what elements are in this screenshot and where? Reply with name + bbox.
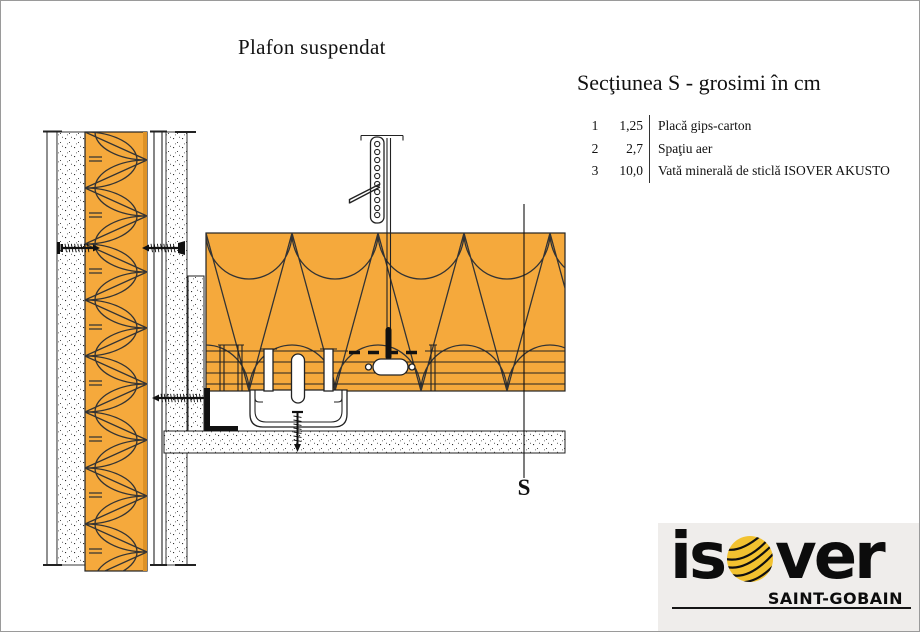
anchor-slot (290, 353, 306, 404)
wall-assembly (43, 130, 205, 572)
page-title: Plafon suspendat (238, 35, 386, 59)
ceiling-gypsum-board (163, 430, 566, 454)
hanger-top-fixing (360, 134, 404, 141)
bracket-tabs (218, 344, 437, 391)
nonius-connector (372, 358, 409, 376)
legend-row: 3 10,0 Vată minerală de sticlă ISOVER AK… (587, 160, 890, 183)
legend-row-description: Vată minerală de sticlă ISOVER AKUSTO (649, 160, 890, 183)
legend-row: 1 1,25 Placă gips-carton (587, 115, 890, 138)
wall-screw-right (142, 241, 185, 255)
connector-pin-left (364, 363, 373, 371)
edge-angle (204, 388, 238, 431)
legend-row-number: 3 (591, 163, 599, 178)
strap-holes (374, 140, 381, 219)
logo-subbrand: SAINT-GOBAIN (767, 589, 903, 608)
hanger-rod-bold (385, 327, 392, 360)
wall-board-speckled-left (56, 131, 86, 566)
wall-lining-strip (187, 275, 205, 432)
legend-row-thickness: 10,0 (619, 163, 643, 178)
logo-wordmark: is ver (670, 520, 886, 594)
legend-row-number: 1 (591, 118, 599, 133)
section-marker-label: S (517, 475, 531, 500)
legend-row-description: Spaţiu aer (649, 137, 712, 160)
legend-row-thickness: 1,25 (619, 118, 643, 133)
wall-screw-left (57, 242, 100, 254)
logo-o-disc (727, 536, 774, 582)
wall-stud-profile (153, 132, 163, 565)
anchor-leg-left (263, 348, 274, 392)
legend-row-thickness: 2,7 (626, 140, 643, 156)
isover-logo: is ver SAINT-GOBAIN (658, 523, 919, 631)
legend-row-description: Placă gips-carton (649, 115, 751, 138)
angle-fixing-screw (152, 393, 204, 403)
hanger-rod (386, 138, 392, 331)
logo-text-suffix: ver (775, 520, 886, 594)
hanger-safety-pin (348, 183, 381, 204)
legend-table: 1 1,25 Placă gips-carton 2 2,7 Spaţiu ae… (587, 115, 890, 183)
cd-profile-cross-section (249, 348, 348, 428)
board-fixing-screw (292, 410, 303, 452)
legend-row-number: 2 (591, 140, 599, 156)
connector-pin-right (408, 363, 416, 371)
wall-outer-board (46, 131, 58, 566)
logo-text-prefix: is (670, 520, 727, 594)
logo-underline (672, 607, 911, 609)
perforated-hanger-strap (369, 136, 385, 224)
wall-insulation (84, 131, 148, 572)
legend-title: Secţiunea S - grosimi în cm (577, 70, 821, 95)
wall-board-speckled-right (165, 131, 188, 566)
wall-end-caps (43, 130, 196, 566)
hanger-assembly (348, 134, 416, 376)
legend-row: 2 2,7 Spaţiu aer (587, 137, 890, 160)
anchor-leg-right (323, 348, 334, 392)
